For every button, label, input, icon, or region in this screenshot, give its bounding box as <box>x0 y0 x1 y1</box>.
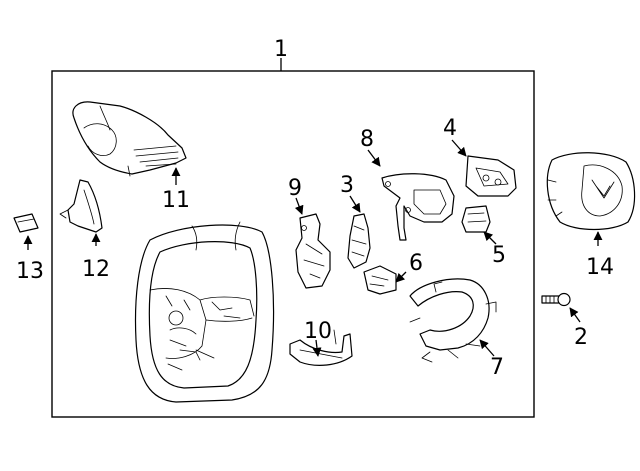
callout-13: 13 <box>16 259 44 284</box>
callout-8: 8 <box>360 127 374 152</box>
callout-10: 10 <box>304 319 332 344</box>
callout-5: 5 <box>492 243 506 268</box>
part-8-right-bracket <box>381 173 455 241</box>
part-3-left-switch <box>347 213 371 269</box>
callout-1: 1 <box>274 37 288 62</box>
part-6-connector <box>363 265 397 295</box>
part-7-wiring-harness <box>409 278 497 363</box>
callout-12: 12 <box>82 257 110 282</box>
callout-3: 3 <box>340 173 354 198</box>
part-13-clip <box>13 213 39 233</box>
part-11-column-shroud <box>72 101 187 177</box>
callout-11: 11 <box>162 188 190 213</box>
part-9-left-bracket <box>295 213 331 289</box>
part-2-bolt <box>541 292 571 307</box>
callout-14: 14 <box>586 255 614 280</box>
callout-7: 7 <box>490 355 504 380</box>
assembly-frame <box>51 70 535 418</box>
part-5-switch-module <box>461 205 491 233</box>
part-4-right-switch <box>465 155 517 197</box>
callout-2: 2 <box>574 325 588 350</box>
part-12-lower-shroud <box>59 179 103 233</box>
part-14-airbag-module <box>546 152 636 231</box>
steering-wheel <box>134 221 275 403</box>
callout-9: 9 <box>288 176 302 201</box>
callout-6: 6 <box>409 251 423 276</box>
callout-4: 4 <box>443 116 457 141</box>
